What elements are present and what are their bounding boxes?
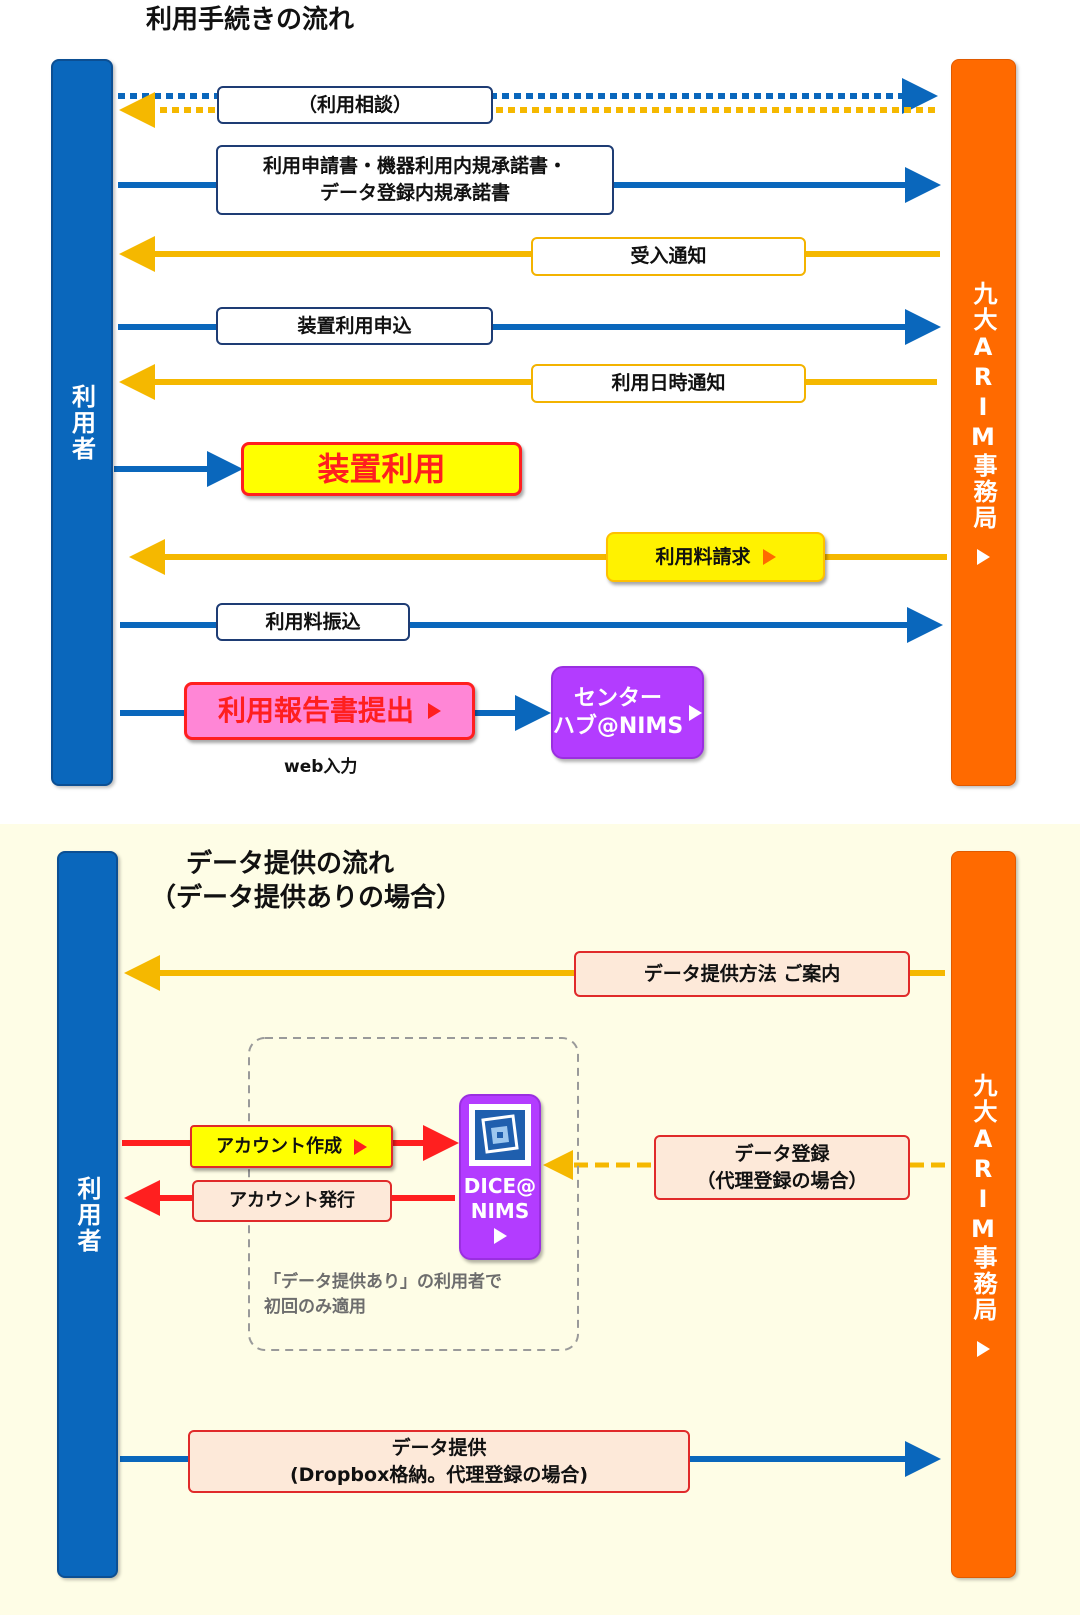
account-issue-box: アカウント発行 bbox=[192, 1180, 392, 1222]
account-create-label: アカウント作成 bbox=[216, 1135, 342, 1157]
user-pillar-2-label: 利用者 bbox=[73, 1175, 101, 1254]
center-hub-line2: ハブ@NIMS bbox=[552, 713, 684, 739]
play-icon bbox=[354, 1138, 367, 1155]
registration-line2: （代理登録の場合） bbox=[696, 1169, 868, 1192]
fee-billing-label: 利用料請求 bbox=[655, 545, 751, 568]
center-hub-line1: センター bbox=[573, 686, 662, 711]
application-box: 利用申請書・機器利用内規承諾書・ データ登録内規承諾書 bbox=[216, 145, 614, 215]
account-create-button[interactable]: アカウント作成 bbox=[190, 1125, 393, 1168]
provide-line2: (Dropbox格納。代理登録の場合) bbox=[289, 1463, 589, 1486]
office-pillar-label: 九大ARIM事務局 bbox=[969, 280, 997, 531]
dice-line1: DICE@ bbox=[463, 1174, 537, 1198]
office-pillar-2-label: 九大ARIM事務局 bbox=[969, 1072, 997, 1323]
user-pillar: 利用者 bbox=[51, 59, 113, 786]
first-time-note: 「データ提供あり」の利用者で 初回のみ適用 bbox=[264, 1270, 502, 1319]
office-pillar[interactable]: 九大ARIM事務局 bbox=[951, 59, 1016, 786]
play-icon bbox=[428, 703, 441, 719]
user-pillar-label: 利用者 bbox=[67, 383, 96, 462]
play-icon bbox=[493, 1228, 507, 1244]
first-time-note-line1: 「データ提供あり」の利用者で bbox=[264, 1272, 502, 1292]
data-provision-title-line2: （データ提供ありの場合） bbox=[150, 882, 463, 913]
data-provision-title-line1: データ提供の流れ bbox=[186, 849, 395, 879]
device-application-box: 装置利用申込 bbox=[216, 307, 493, 345]
application-line2: データ登録内規承諾書 bbox=[319, 182, 510, 204]
user-pillar-2: 利用者 bbox=[57, 851, 118, 1578]
fee-payment-box: 利用料振込 bbox=[216, 603, 410, 641]
data-provision-title: データ提供の流れ （データ提供ありの場合） bbox=[150, 848, 462, 916]
play-icon bbox=[689, 704, 703, 721]
procedure-flow-title: 利用手続きの流れ bbox=[146, 5, 355, 35]
play-icon bbox=[762, 549, 776, 565]
guide-box: データ提供方法 ご案内 bbox=[574, 951, 910, 997]
dice-logo-icon bbox=[469, 1104, 531, 1166]
provide-box: データ提供 (Dropbox格納。代理登録の場合) bbox=[188, 1430, 690, 1493]
schedule-notice-box: 利用日時通知 bbox=[531, 364, 806, 403]
consult-box: （利用相談） bbox=[217, 86, 493, 124]
fee-billing-button[interactable]: 利用料請求 bbox=[606, 532, 825, 582]
first-time-note-line2: 初回のみ適用 bbox=[264, 1296, 366, 1317]
office-pillar-2[interactable]: 九大ARIM事務局 bbox=[951, 851, 1016, 1578]
center-hub-label: センター ハブ@NIMS bbox=[553, 685, 683, 740]
provide-line1: データ提供 bbox=[391, 1436, 487, 1459]
center-hub-button[interactable]: センター ハブ@NIMS bbox=[551, 666, 704, 759]
play-icon bbox=[977, 548, 990, 565]
registration-box: データ登録 （代理登録の場合） bbox=[654, 1135, 910, 1200]
dice-nims-button[interactable]: DICE@ NIMS bbox=[459, 1094, 541, 1260]
first-time-only-region bbox=[248, 1037, 579, 1351]
acceptance-box: 受入通知 bbox=[531, 237, 806, 276]
application-line1: 利用申請書・機器利用内規承諾書・ bbox=[262, 155, 567, 178]
play-icon bbox=[977, 1340, 990, 1357]
dice-line2: NIMS bbox=[470, 1199, 530, 1223]
registration-line1: データ登録 bbox=[734, 1142, 830, 1165]
report-label: 利用報告書提出 bbox=[217, 694, 414, 728]
report-button[interactable]: 利用報告書提出 bbox=[184, 682, 475, 740]
web-input-note: web入力 bbox=[284, 757, 358, 777]
device-use-box: 装置利用 bbox=[241, 442, 522, 496]
